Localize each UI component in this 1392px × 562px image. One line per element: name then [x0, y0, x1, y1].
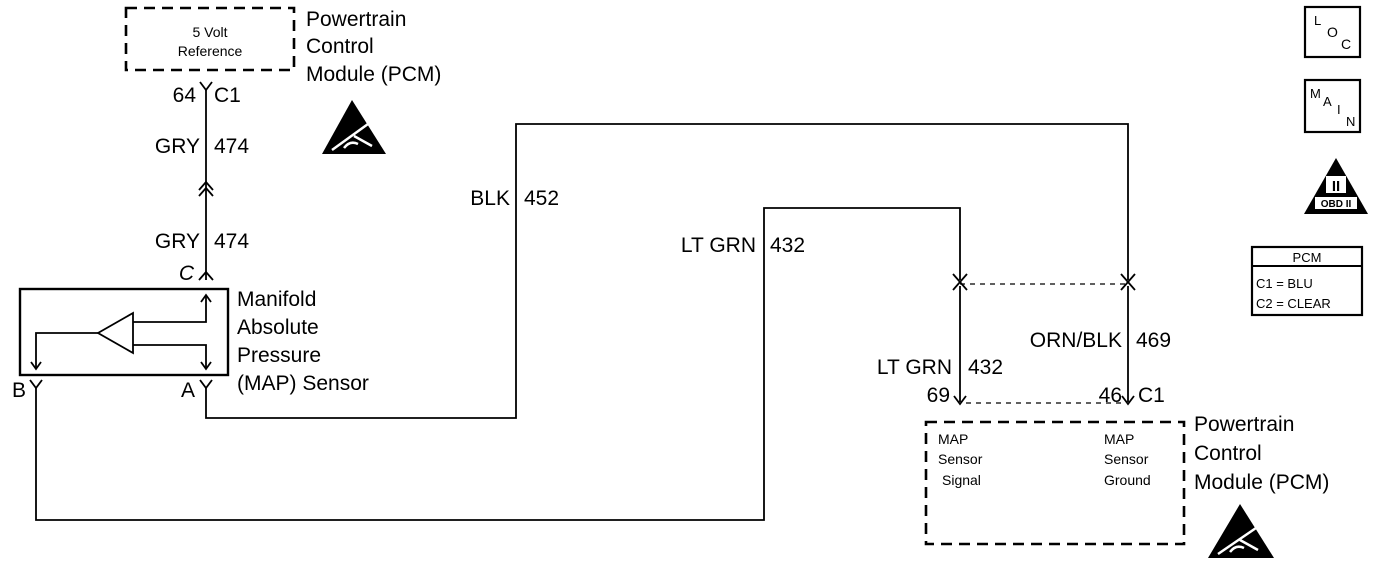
pcm-top-box-line1: 5 Volt [192, 24, 227, 40]
wire-blk-452: BLK 452 [205, 123, 1136, 419]
terminal-46-icon [1121, 395, 1135, 406]
pcm-bottom-connector: C1 [1138, 384, 1165, 407]
map-label-line1: Manifold [237, 288, 316, 311]
pcm-bottom-ground-line3: Ground [1104, 472, 1151, 488]
amplifier-icon [96, 311, 134, 355]
map-terminal-a: A [181, 379, 195, 402]
wire-ltgrn-432: LT GRN 432 [35, 207, 968, 521]
pcm-table-title: PCM [1293, 250, 1322, 265]
terminal-a-icon [199, 379, 213, 390]
pcm-bottom-title-line1: Powertrain [1194, 413, 1294, 436]
terminal-b-icon [29, 379, 43, 390]
map-terminal-b: B [12, 379, 26, 402]
wire-gry-474: GRY 474 GRY 474 C [155, 90, 249, 285]
map-sensor-box [18, 287, 230, 377]
loc-l: L [1314, 13, 1321, 28]
pcm-bottom-pin-ground: 46 [1099, 384, 1122, 407]
pcm-top-title-line2: Control [306, 35, 374, 58]
pcm-bottom-signal-line2: Sensor [938, 451, 983, 467]
esd-warning-icon [1208, 504, 1274, 558]
wire-lower-section: LT GRN 432 ORN/BLK 469 69 46 C1 [877, 286, 1171, 407]
esd-warning-icon [322, 100, 386, 154]
inline-connector-icon [198, 180, 214, 197]
pcm-bottom-pin-signal: 69 [927, 384, 950, 407]
pcm-top-terminal-icon [199, 81, 213, 92]
terminal-c-icon [198, 270, 214, 281]
pcm-top-title-line1: Powertrain [306, 8, 406, 31]
pcm-connector-table: PCM C1 = BLU C2 = CLEAR [1250, 245, 1364, 317]
pcm-top-box-line2: Reference [178, 43, 243, 59]
pcm-top-connector: C1 [214, 84, 241, 107]
wire-gry-lower-color: GRY [155, 230, 200, 253]
wire-ltgrn-lower-color: LT GRN [877, 356, 952, 379]
pcm-bottom-title-line3: Module (PCM) [1194, 471, 1329, 494]
main-icon [1303, 78, 1362, 134]
wire-orn-color: ORN/BLK [1030, 329, 1122, 352]
map-label-line3: Pressure [237, 344, 321, 367]
obd-numeral: II [1332, 178, 1340, 195]
map-terminal-c: C [179, 262, 195, 285]
loc-icon [1303, 5, 1362, 59]
splice-connector [952, 280, 1136, 291]
wire-blk-circuit: 452 [524, 187, 559, 210]
main-a: A [1323, 94, 1332, 109]
pcm-bottom-title-line2: Control [1194, 442, 1262, 465]
pcm-bottom-signal-line3: Signal [942, 472, 981, 488]
obd-ii-icon: II OBD II [1304, 158, 1368, 214]
wire-gry-upper-color: GRY [155, 135, 200, 158]
pcm-bottom-ground-line2: Sensor [1104, 451, 1149, 467]
pcm-bottom-ground-line1: MAP [1104, 431, 1134, 447]
wire-gry-upper-circuit: 474 [214, 135, 249, 158]
legend: L O C M A I N II OBD II PCM C1 = BLU C2 … [1250, 5, 1368, 317]
wire-blk-color: BLK [470, 187, 510, 210]
main-m: M [1310, 86, 1321, 101]
pcm-bottom-dashed-box [924, 420, 1186, 546]
main-n: N [1346, 114, 1355, 129]
wire-ltgrn-upper-color: LT GRN [681, 234, 756, 257]
pcm-table-row2: C2 = CLEAR [1256, 296, 1331, 311]
map-label-line2: Absolute [237, 316, 319, 339]
loc-o: O [1327, 24, 1338, 40]
pcm-bottom: MAP Sensor Signal MAP Sensor Ground Powe… [924, 413, 1329, 558]
pcm-top: 5 Volt Reference Powertrain Control Modu… [124, 6, 441, 154]
map-label-line4: (MAP) Sensor [237, 372, 369, 395]
loc-c: C [1341, 36, 1351, 52]
pcm-top-title-line3: Module (PCM) [306, 63, 441, 86]
wire-ltgrn-lower-circuit: 432 [968, 356, 1003, 379]
map-sensor: Manifold Absolute Pressure (MAP) Sensor … [12, 287, 369, 402]
pcm-top-dashed-box [124, 6, 296, 72]
main-i: I [1337, 102, 1341, 117]
wire-gry-lower-circuit: 474 [214, 230, 249, 253]
pcm-top-pin: 64 [173, 84, 197, 107]
pcm-table-row1: C1 = BLU [1256, 276, 1313, 291]
wire-orn-circuit: 469 [1136, 329, 1171, 352]
terminal-69-icon [953, 395, 967, 406]
wire-ltgrn-upper-circuit: 432 [770, 234, 805, 257]
pcm-bottom-signal-line1: MAP [938, 431, 968, 447]
obd-text: OBD II [1321, 199, 1352, 210]
